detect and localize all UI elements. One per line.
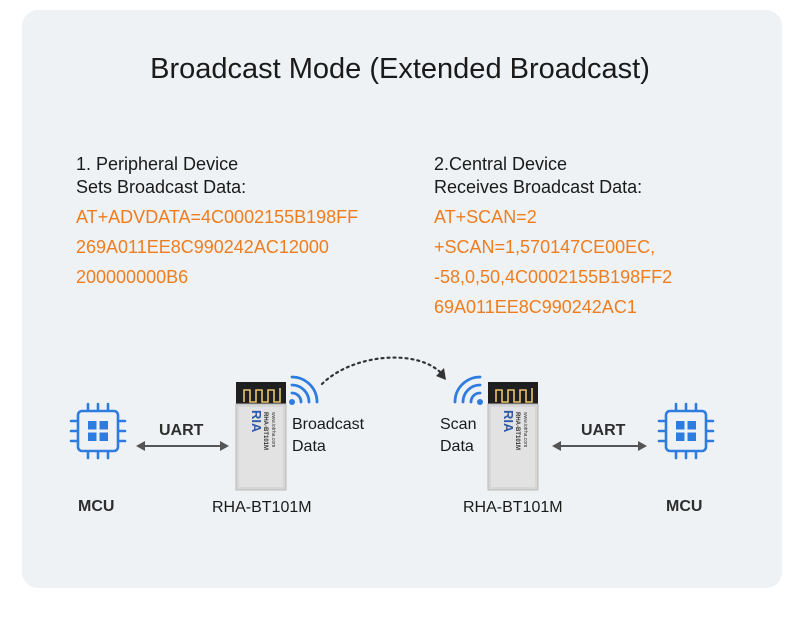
chip-icon [657,402,715,460]
bluetooth-module-icon: RIA RHA-BT101M www.iotrha.com [235,382,287,491]
central-command-line: +SCAN=1,570147CE00EC, [434,237,656,257]
wifi-signal-icon [453,375,483,405]
uart-label-left: UART [159,422,204,439]
peripheral-heading-line: 1. Peripheral Device [76,154,239,174]
diagram-title: Broadcast Mode (Extended Broadcast) [150,53,650,85]
double-arrow-icon [552,441,647,451]
peripheral-heading-line: Sets Broadcast Data: [76,177,247,197]
peripheral-command-line: 200000000B6 [76,267,189,287]
double-arrow-icon [136,441,229,451]
module-label-left: RHA-BT101M [212,499,312,516]
module-logo: RIA [501,410,516,433]
chip-icon [69,402,127,460]
mcu-label-right: MCU [666,498,703,515]
uart-label-right: UART [581,422,626,439]
scan-data-label: Scan Data [440,414,476,458]
central-command-line: -58,0,50,4C0002155B198FF2 [434,267,673,287]
wifi-signal-icon [289,375,319,405]
central-heading: 2.Central Device Receives Broadcast Data… [434,153,642,199]
broadcast-data-label-line: Data [292,438,326,455]
module-model: RHA-BT101M [514,412,520,450]
peripheral-command-line: AT+ADVDATA=4C0002155B198FF [76,207,359,227]
module-url: www.iotrha.com [522,412,528,447]
central-command: AT+SCAN=2 +SCAN=1,570147CE00EC, -58,0,50… [434,202,672,322]
module-url: www.iotrha.com [270,412,276,447]
central-heading-line: 2.Central Device [434,154,568,174]
bluetooth-module-icon: RIA RHA-BT101M www.iotrha.com [487,382,539,491]
broadcast-data-label: Broadcast Data [292,414,364,458]
central-heading-line: Receives Broadcast Data: [434,177,643,197]
diagram-panel [22,10,782,588]
central-command-line: AT+SCAN=2 [434,207,537,227]
module-label-right: RHA-BT101M [463,499,563,516]
peripheral-command: AT+ADVDATA=4C0002155B198FF 269A011EE8C99… [76,202,358,292]
broadcast-data-label-line: Broadcast [292,416,365,433]
peripheral-heading: 1. Peripheral Device Sets Broadcast Data… [76,153,246,199]
mcu-label-left: MCU [78,498,115,515]
peripheral-command-line: 269A011EE8C990242AC12000 [76,237,329,257]
dotted-curve-arrow-icon [320,356,446,386]
scan-data-label-line: Data [440,438,474,455]
module-logo: RIA [249,410,264,433]
module-model: RHA-BT101M [262,412,268,450]
scan-data-label-line: Scan [440,416,477,433]
central-command-line: 69A011EE8C990242AC1 [434,297,637,317]
